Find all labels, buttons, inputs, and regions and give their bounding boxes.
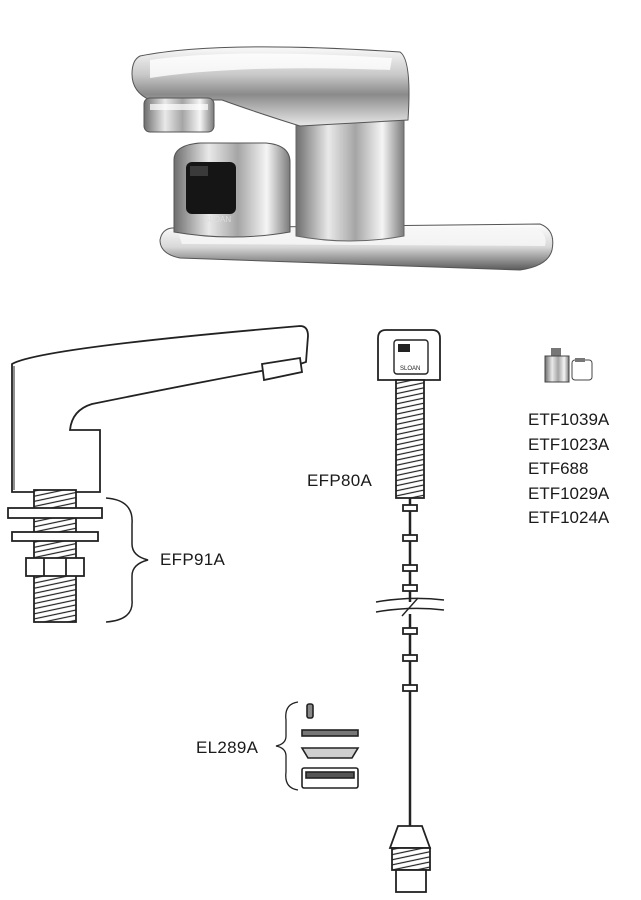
sensor-brand-mark: SLOAN <box>400 366 420 372</box>
cartridge-label: ETF1039A <box>528 410 610 429</box>
sensor-part-label: EFP80A <box>307 471 373 490</box>
cartridge-part-labels: ETF1039A ETF1023A ETF688 ETF1029A ETF102… <box>528 408 609 531</box>
cartridge-label: ETF1023A <box>528 434 610 454</box>
faucet-photo: SLOAN <box>131 46 554 271</box>
cartridge-label: ETF1024A <box>528 508 610 527</box>
cartridge-label: ETF1029A <box>528 483 610 503</box>
aerator-part-label: EL289A <box>196 738 259 757</box>
sensor-assembly: SLOAN <box>375 329 445 893</box>
cartridge-part <box>544 348 593 383</box>
spout-drawing <box>7 325 309 623</box>
spout-part-label: EFP91A <box>160 550 226 569</box>
photo-brand-mark: SLOAN <box>204 215 231 224</box>
cartridge-label: ETF688 <box>528 459 589 478</box>
aerator-parts <box>275 701 360 791</box>
